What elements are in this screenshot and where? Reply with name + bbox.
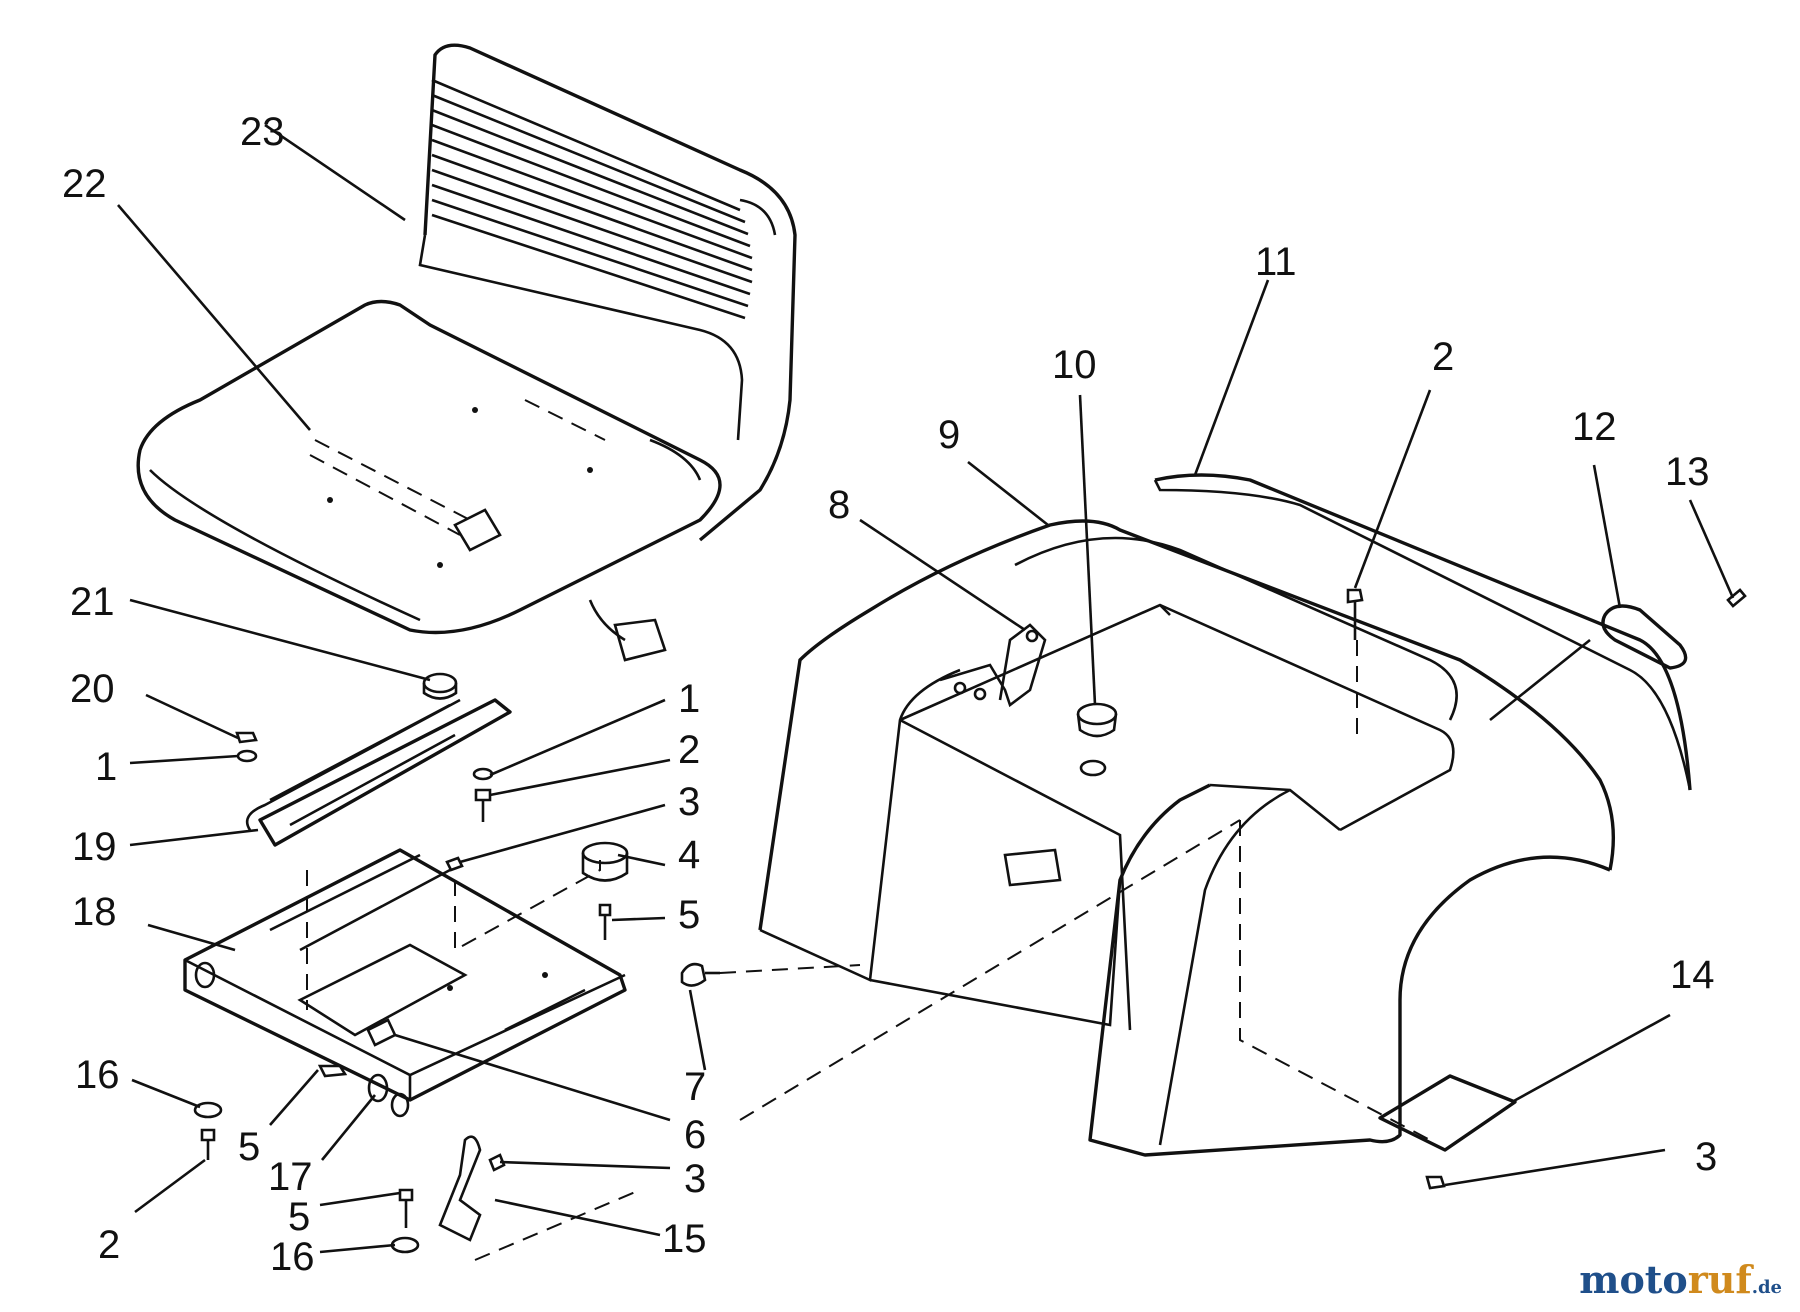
callout-17: 17 bbox=[268, 1155, 313, 1199]
callout-15: 15 bbox=[662, 1217, 707, 1261]
rear-fender bbox=[680, 473, 1747, 1190]
callout-16-lower: 16 bbox=[270, 1235, 315, 1279]
callout-3-lower: 3 bbox=[684, 1157, 706, 1201]
callout-3-fender: 3 bbox=[1695, 1135, 1717, 1179]
callout-21: 21 bbox=[70, 580, 115, 624]
callout-16-upper: 16 bbox=[75, 1053, 120, 1097]
callout-3-seat: 3 bbox=[678, 780, 700, 824]
callout-8: 8 bbox=[828, 483, 850, 527]
callout-18: 18 bbox=[72, 890, 117, 934]
callout-22: 22 bbox=[62, 162, 107, 206]
callout-4: 4 bbox=[678, 833, 700, 877]
callout-5-lower: 5 bbox=[288, 1195, 310, 1239]
watermark-logo: motoruf.de bbox=[1579, 1257, 1782, 1302]
callout-1-right: 1 bbox=[678, 677, 700, 721]
callout-12: 12 bbox=[1572, 405, 1617, 449]
callout-6: 6 bbox=[684, 1113, 706, 1157]
seat-mount-assembly bbox=[183, 672, 641, 1261]
callout-7: 7 bbox=[684, 1065, 706, 1109]
callout-2-lower: 2 bbox=[98, 1223, 120, 1267]
callout-13: 13 bbox=[1665, 450, 1710, 494]
leader-lines bbox=[117, 123, 1735, 1254]
callout-23: 23 bbox=[240, 110, 285, 154]
callout-11: 11 bbox=[1255, 240, 1297, 284]
callout-14: 14 bbox=[1670, 953, 1715, 997]
callout-2-fender: 2 bbox=[1432, 335, 1454, 379]
callout-9: 9 bbox=[938, 413, 960, 457]
callout-labels: 23 22 21 20 1 19 18 1 2 3 4 5 7 6 3 15 1… bbox=[62, 110, 1717, 1279]
callout-1-left: 1 bbox=[95, 745, 117, 789]
callout-5-lower-left: 5 bbox=[238, 1125, 260, 1169]
seat bbox=[136, 43, 797, 662]
callout-2-seat: 2 bbox=[678, 728, 700, 772]
callout-5-right: 5 bbox=[678, 893, 700, 937]
callout-20: 20 bbox=[70, 667, 115, 711]
callout-10: 10 bbox=[1052, 343, 1097, 387]
callout-19: 19 bbox=[72, 825, 117, 869]
